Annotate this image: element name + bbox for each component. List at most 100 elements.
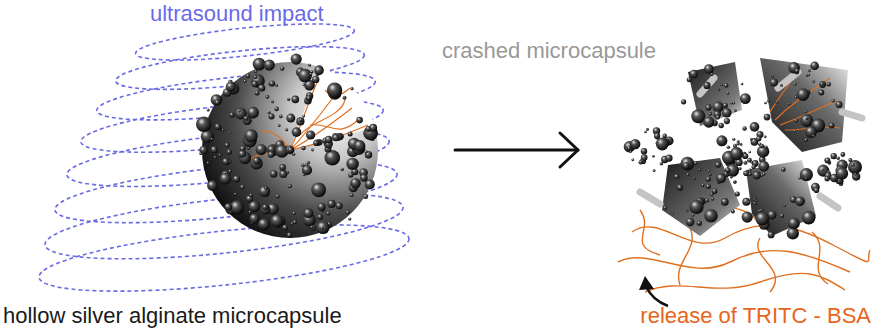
thread	[640, 210, 660, 255]
stimulus-label: ultrasound impact	[150, 1, 324, 26]
nanoparticle	[687, 77, 692, 82]
nanoparticle	[268, 151, 275, 158]
nanoparticle	[705, 199, 709, 203]
nanoparticle	[211, 146, 218, 153]
nanoparticle	[753, 171, 761, 179]
debris-piece	[778, 72, 798, 88]
nanoparticle	[332, 134, 339, 141]
nanoparticle	[249, 211, 252, 214]
nanoparticle	[818, 90, 824, 96]
silver-nanoparticles	[196, 54, 378, 238]
nanoparticle	[740, 93, 751, 104]
nanoparticle	[784, 204, 787, 207]
nanoparticle	[302, 165, 312, 175]
nanoparticle	[814, 187, 820, 193]
nanoparticle	[369, 124, 377, 132]
silver-nanoparticles	[624, 61, 862, 239]
nanoparticle	[704, 64, 714, 74]
nanoparticle	[686, 218, 694, 226]
nanoparticle	[826, 82, 831, 87]
nanoparticle	[325, 136, 333, 144]
nanoparticle	[296, 117, 304, 125]
nanoparticle	[731, 210, 735, 214]
nanoparticle	[794, 96, 797, 99]
nanoparticle	[753, 198, 756, 201]
nanoparticle	[681, 99, 686, 104]
nanoparticle	[631, 158, 634, 161]
nanoparticle	[734, 109, 737, 112]
nanoparticle	[262, 204, 268, 210]
nanoparticle	[314, 139, 321, 146]
thread	[645, 273, 845, 292]
nanoparticle	[750, 138, 753, 141]
thread	[758, 238, 776, 292]
nanoparticle	[771, 75, 774, 78]
thread	[290, 80, 318, 150]
nanoparticle	[348, 131, 353, 136]
nanoparticle	[269, 114, 275, 120]
nanoparticle	[292, 127, 302, 137]
thread	[812, 232, 828, 284]
nanoparticle	[653, 169, 656, 172]
nanoparticle	[280, 66, 284, 70]
nanoparticle	[804, 138, 808, 142]
nanoparticle	[663, 206, 667, 210]
nanoparticle	[207, 180, 218, 191]
nanoparticle	[821, 168, 824, 171]
nanoparticle	[710, 193, 714, 197]
nanoparticle	[730, 102, 733, 105]
process-arrow	[455, 149, 578, 152]
nanoparticle	[802, 211, 816, 225]
nanoparticle	[798, 177, 801, 180]
nanoparticle	[730, 147, 743, 160]
nanoparticle	[812, 80, 815, 83]
nanoparticle	[770, 79, 778, 87]
nanoparticle	[264, 186, 267, 189]
nanoparticle	[742, 198, 750, 206]
nanoparticle	[627, 147, 631, 151]
nanoparticle	[336, 202, 343, 209]
nanoparticle	[629, 150, 632, 153]
nanoparticle	[805, 117, 808, 120]
nanoparticle	[788, 218, 800, 230]
debris-piece	[640, 192, 660, 204]
nanoparticle	[207, 109, 210, 112]
nanoparticle	[836, 167, 848, 179]
nanoparticle	[279, 164, 286, 171]
nanoparticle	[743, 153, 748, 158]
thread	[290, 95, 335, 150]
nanoparticle	[215, 124, 221, 130]
nanoparticle	[764, 102, 767, 105]
nanoparticle	[238, 110, 241, 113]
nanoparticle	[211, 94, 222, 105]
nanoparticle	[261, 205, 271, 215]
capsule-sphere	[202, 62, 378, 238]
nanoparticle	[764, 135, 767, 138]
nanoparticle	[249, 194, 252, 197]
nanoparticle	[220, 173, 232, 185]
nanoparticle	[292, 212, 296, 216]
nanoparticle	[279, 170, 287, 178]
pointer-arrow	[639, 276, 668, 306]
nanoparticle	[244, 116, 249, 121]
nanoparticle	[225, 143, 230, 148]
nanoparticle	[788, 62, 800, 74]
nanoparticle	[240, 185, 245, 190]
nanoparticle	[225, 203, 233, 211]
nanoparticle	[848, 158, 852, 162]
nanoparticle	[644, 131, 647, 134]
nanoparticle	[694, 161, 698, 165]
nanoparticle	[238, 150, 246, 158]
wave-ring	[36, 212, 412, 305]
nanoparticle	[253, 75, 257, 79]
nanoparticle	[310, 225, 316, 231]
nanoparticle	[709, 173, 712, 176]
nanoparticle	[775, 101, 778, 104]
nanoparticle	[825, 158, 831, 164]
nanoparticle	[704, 209, 718, 223]
nanoparticle	[719, 123, 724, 128]
nanoparticle	[250, 157, 262, 169]
nanoparticle	[291, 54, 302, 65]
silver-alginate-capsule	[196, 54, 378, 239]
nanoparticle	[717, 88, 720, 91]
